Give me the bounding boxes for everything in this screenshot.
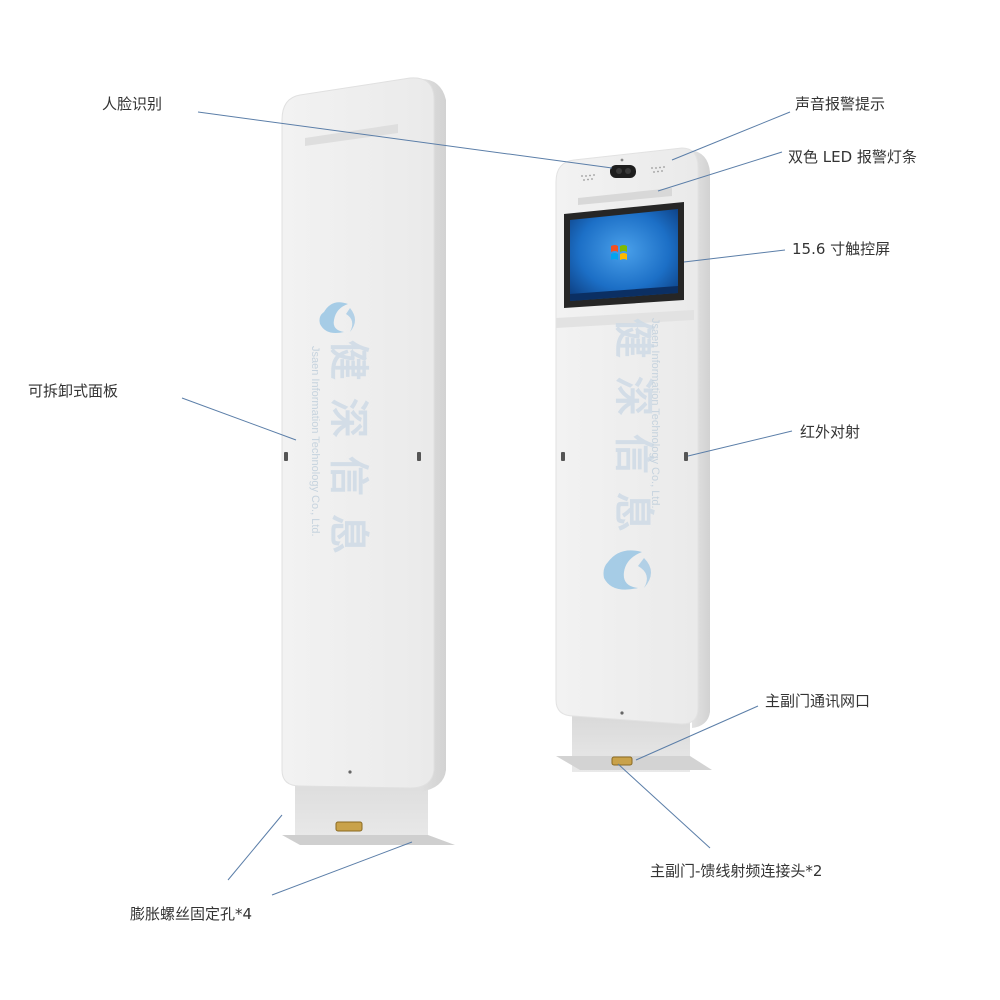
leader-network-port bbox=[635, 705, 759, 761]
top-indicator-dot bbox=[620, 158, 624, 162]
speaker-grille-right bbox=[651, 166, 665, 173]
right-gate-bottom-dot bbox=[620, 711, 624, 715]
face-camera-lens bbox=[616, 168, 622, 174]
right-brand-logo-icon bbox=[603, 550, 651, 590]
touch-screen-taskbar bbox=[570, 286, 678, 301]
label-rf-connector: 主副门-馈线射频连接头*2 bbox=[650, 862, 823, 880]
right-brand-name-cn: 健深信息 bbox=[610, 318, 656, 550]
windows-logo-icon bbox=[611, 245, 627, 260]
label-led-strip: 双色 LED 报警灯条 bbox=[788, 148, 917, 166]
label-face-recognition: 人脸识别 bbox=[102, 95, 163, 113]
leader-face-recognition bbox=[197, 111, 613, 169]
label-infrared: 红外对射 bbox=[800, 423, 861, 441]
left-gate-bottom-dot bbox=[348, 770, 352, 774]
left-gate: 健深信息 Jsaen Information Technology Co., L… bbox=[281, 77, 455, 845]
leader-led-strip bbox=[657, 151, 783, 192]
right-gate-rf-connector bbox=[611, 756, 633, 766]
leader-expansion-screw-2 bbox=[271, 841, 413, 896]
label-touch-screen: 15.6 寸触控屏 bbox=[792, 240, 891, 258]
face-camera-lens-2 bbox=[625, 168, 631, 174]
face-camera bbox=[610, 165, 636, 178]
left-gate-top-slot bbox=[305, 124, 398, 146]
left-gate-foot bbox=[282, 835, 455, 845]
right-gate-foot bbox=[556, 756, 712, 770]
leader-sound-alarm bbox=[671, 111, 791, 161]
right-brand-name-en: Jsaen Information Technology Co., Ltd. bbox=[649, 318, 661, 509]
leader-rf-connector bbox=[617, 763, 711, 849]
screen-shelf bbox=[556, 310, 694, 328]
left-gate-hole-left bbox=[284, 452, 288, 461]
left-gate-rf-connector bbox=[335, 821, 363, 832]
label-expansion-screw: 膨胀螺丝固定孔*4 bbox=[130, 905, 253, 923]
leader-removable-panel bbox=[181, 397, 297, 441]
left-brand-name-cn: 健深信息 bbox=[325, 340, 371, 572]
label-sound-alarm: 声音报警提示 bbox=[795, 95, 886, 113]
led-strip bbox=[578, 188, 672, 205]
leader-touch-screen bbox=[683, 249, 786, 263]
label-removable-panel: 可拆卸式面板 bbox=[28, 382, 119, 400]
label-network-port: 主副门通讯网口 bbox=[765, 692, 871, 710]
right-gate-hole-right bbox=[684, 452, 688, 461]
right-gate-hole-left bbox=[561, 452, 565, 461]
left-brand-name-en: Jsaen Information Technology Co., Ltd. bbox=[309, 346, 321, 537]
left-brand-logo-icon bbox=[319, 302, 355, 333]
leader-expansion-screw-1 bbox=[227, 814, 283, 881]
leader-infrared bbox=[687, 430, 793, 457]
left-gate-hole-right bbox=[417, 452, 421, 461]
left-gate-panel bbox=[281, 77, 435, 789]
leader-lines bbox=[181, 111, 793, 896]
right-gate: 健深信息 Jsaen Information Technology Co., L… bbox=[555, 147, 712, 772]
speaker-grille-left bbox=[581, 174, 595, 181]
